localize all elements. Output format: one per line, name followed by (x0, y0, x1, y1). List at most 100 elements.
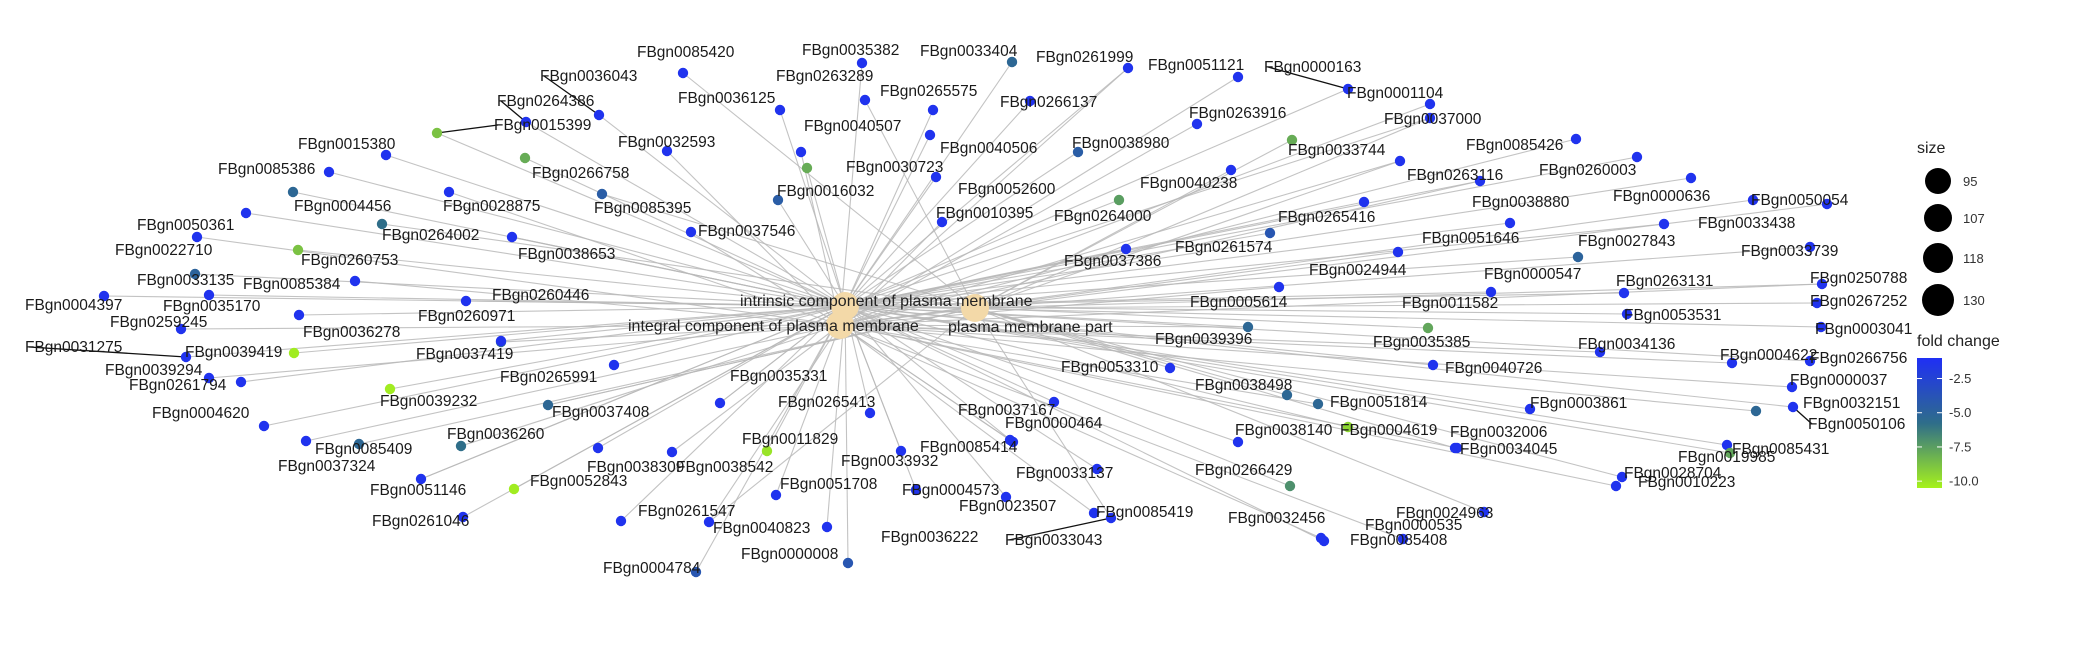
label-leader-line (1008, 517, 1112, 541)
gene-label: FBgn0266137 (1000, 94, 1097, 111)
gene-label: FBgn0033739 (1741, 243, 1838, 260)
edge (844, 305, 849, 564)
gene-node (1088, 507, 1100, 519)
gene-node (666, 446, 678, 458)
size-legend-value-2: 107 (1963, 211, 1985, 226)
gene-label: FBgn0051646 (1422, 230, 1519, 247)
size-legend-marker-3 (1923, 243, 1953, 273)
edge (844, 67, 1129, 307)
edge (844, 134, 931, 307)
size-legend-title: size (1917, 140, 1946, 157)
gene-label: FBgn0263131 (1616, 273, 1713, 290)
gene-label: FBgn0037000 (1384, 111, 1482, 128)
gene-nodes (98, 56, 1833, 578)
gene-label: FBgn0085431 (1732, 441, 1829, 458)
gene-node (1120, 243, 1132, 255)
label-leader-line (436, 124, 499, 134)
gene-node (1815, 321, 1827, 333)
gene-node (1451, 442, 1463, 454)
gene-label: FBgn0051146 (370, 482, 466, 499)
gene-label: FBgn0051814 (1330, 394, 1428, 411)
edge (666, 150, 841, 326)
gene-label: FBgn0263289 (776, 68, 873, 85)
category-node (826, 311, 854, 339)
gene-label: FBgn0265575 (880, 83, 977, 100)
gene-node (1122, 62, 1134, 74)
edge (844, 305, 1794, 408)
gene-node (455, 440, 467, 452)
edge (293, 305, 846, 354)
gene-node (189, 268, 201, 280)
gene-label: FBgn0265413 (778, 394, 875, 411)
gene-node (927, 104, 939, 116)
gene-node (1821, 198, 1833, 210)
gene-label: FBgn0035382 (802, 42, 899, 59)
edge (974, 307, 1456, 449)
gene-node (1000, 491, 1012, 503)
edge (180, 324, 841, 330)
gene-node (240, 207, 252, 219)
gene-label: FBgn0004619 (1340, 422, 1437, 439)
edge (826, 305, 846, 528)
edge (500, 324, 841, 343)
gene-node (353, 438, 365, 450)
edge (974, 246, 1811, 309)
gene-label: FBgn0036222 (881, 529, 978, 546)
gene-label: FBgn0037324 (278, 458, 376, 475)
gene-label: FBgn0053310 (1061, 359, 1159, 376)
gene-label: FBgn0022710 (115, 242, 213, 259)
gene-node (801, 162, 813, 174)
gene-label: FBgn0000636 (1613, 188, 1710, 205)
gene-node (1113, 194, 1125, 206)
gene-label: FBgn0035385 (1373, 334, 1470, 351)
edge (844, 305, 917, 491)
edge (682, 72, 976, 309)
gene-node (376, 218, 388, 230)
gene-label: FBgn0027843 (1578, 233, 1675, 250)
color-legend-tick-label: -10.0 (1949, 474, 1979, 489)
gene-node (703, 516, 715, 528)
gene-node (431, 127, 443, 139)
gene-label: FBgn0005614 (1190, 294, 1288, 311)
edge (839, 324, 1601, 353)
gene-node (460, 295, 472, 307)
edge (263, 305, 846, 427)
category-label: plasma membrane part (948, 319, 1113, 336)
gene-node (821, 521, 833, 533)
gene-label: FBgn0016032 (777, 183, 874, 200)
gene-node (1394, 155, 1406, 167)
gene-label: FBgn0010223 (1638, 474, 1735, 491)
gene-label: FBgn0038653 (518, 246, 615, 263)
gene-label: FBgn0004622 (1720, 347, 1817, 364)
gene-node (774, 104, 786, 116)
gene-node (457, 511, 469, 523)
edge (420, 305, 846, 480)
gene-node (1610, 480, 1622, 492)
gene-label: FBgn0260971 (418, 308, 515, 325)
gene-node (1273, 281, 1285, 293)
gene-label: FBgn0263916 (1189, 105, 1286, 122)
gene-label: FBgn0033744 (1288, 142, 1386, 159)
gene-node (1312, 398, 1324, 410)
gene-label: FBgn0266756 (1810, 350, 1907, 367)
gene-node (661, 145, 673, 157)
size-legend-value-4: 130 (1963, 293, 1985, 308)
gene-node (292, 244, 304, 256)
gene-label: FBgn0033137 (1016, 465, 1113, 482)
gene-label: FBgn0033404 (920, 43, 1018, 60)
gene-label: FBgn0052843 (530, 473, 627, 490)
edge (844, 177, 1692, 307)
edge (245, 212, 846, 307)
gene-node (1787, 401, 1799, 413)
edge (844, 305, 1007, 498)
label-leader-line (1267, 66, 1349, 90)
gene-node (1631, 151, 1643, 163)
gene-label: FBgn0032593 (618, 134, 715, 151)
edge (839, 67, 1129, 326)
color-legend-bar (1917, 358, 1942, 488)
gene-node (1594, 346, 1606, 358)
gene-label: FBgn0267252 (1810, 293, 1907, 310)
gene-node (596, 188, 608, 200)
size-legend-value-1: 95 (1963, 174, 1977, 189)
